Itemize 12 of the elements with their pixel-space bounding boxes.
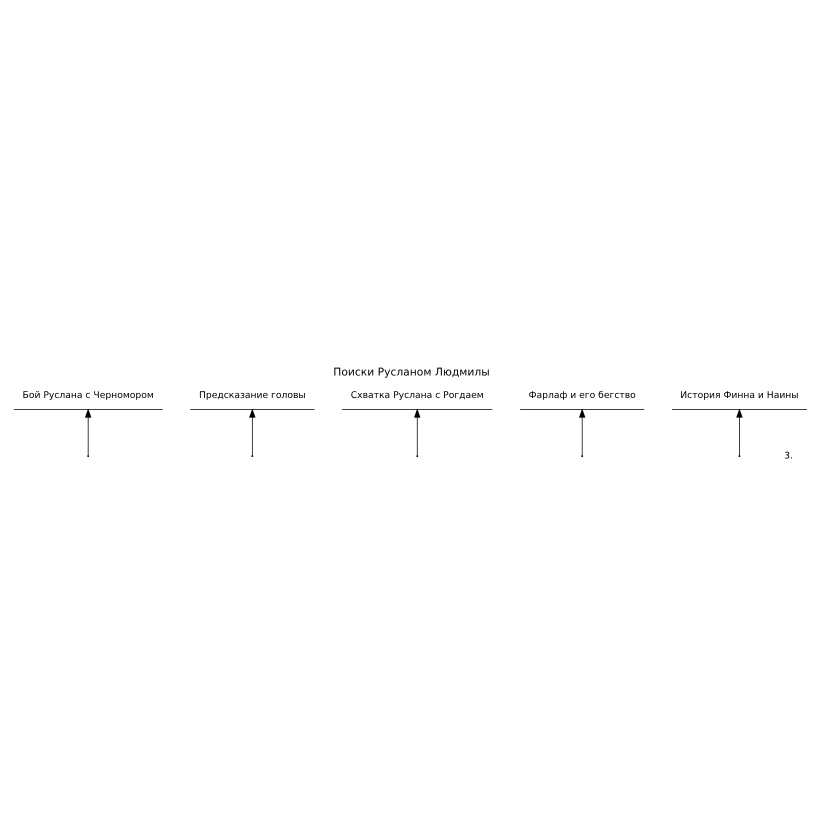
node-text: Схватка Руслана с Рогдаем [350, 389, 484, 400]
label: 3. [784, 450, 793, 461]
arrow [736, 408, 743, 456]
arrow [84, 408, 92, 456]
node-text: История Финна и Наины [680, 389, 799, 400]
node-text: Бой Руслана с Черномором [22, 389, 154, 400]
arrow [414, 408, 420, 456]
arrow [249, 408, 256, 456]
node-text: Предсказание головы [198, 389, 306, 400]
node-text: Фарлаф и его бегство [528, 389, 636, 400]
diagram-title: Поиски Русланом Людмилы [333, 365, 490, 378]
arrow [578, 408, 586, 456]
